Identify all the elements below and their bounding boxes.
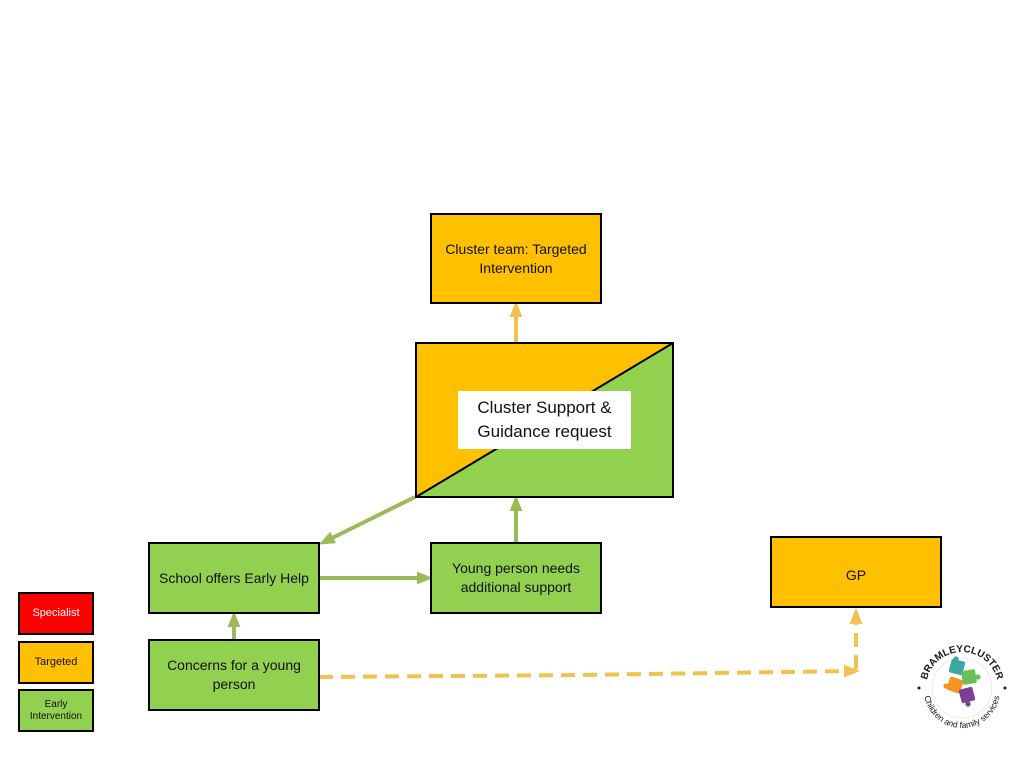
legend-targeted-label: Targeted: [34, 656, 78, 668]
legend-specialist: Specialist: [18, 592, 94, 635]
school-offers-box: School offers Early Help: [148, 542, 320, 614]
cluster-team-box: Cluster team: Targeted Intervention: [430, 213, 602, 304]
dashed-arrow-concerns-to-gp: [318, 664, 860, 679]
cluster-support-label: Cluster Support & Guidance request: [458, 391, 631, 449]
arrow-support-to-school: [318, 495, 416, 545]
legend-early-intervention-label: Early Intervention: [29, 698, 83, 722]
gp-label: GP: [845, 567, 867, 583]
gp-box: GP: [770, 536, 942, 608]
cluster-support-box: Cluster Support & Guidance request: [415, 342, 674, 498]
legend-early-intervention: Early Intervention: [18, 689, 94, 732]
legend-specialist-label: Specialist: [32, 607, 80, 619]
concerns-box: Concerns for a young person: [148, 639, 320, 711]
young-person-needs-label: Young person needs additional support: [452, 560, 580, 595]
cluster-team-label: Cluster team: Targeted Intervention: [445, 240, 587, 276]
young-person-needs-box: Young person needs additional support: [430, 542, 602, 614]
school-offers-label: School offers Early Help: [159, 569, 309, 586]
legend-targeted: Targeted: [18, 641, 94, 684]
puzzle-logo-icon: BRAMLEYCLUSTER Children and family servi…: [917, 644, 1007, 730]
bramley-cluster-logo: BRAMLEYCLUSTER Children and family servi…: [912, 636, 1012, 736]
concerns-label: Concerns for a young person: [167, 657, 301, 692]
